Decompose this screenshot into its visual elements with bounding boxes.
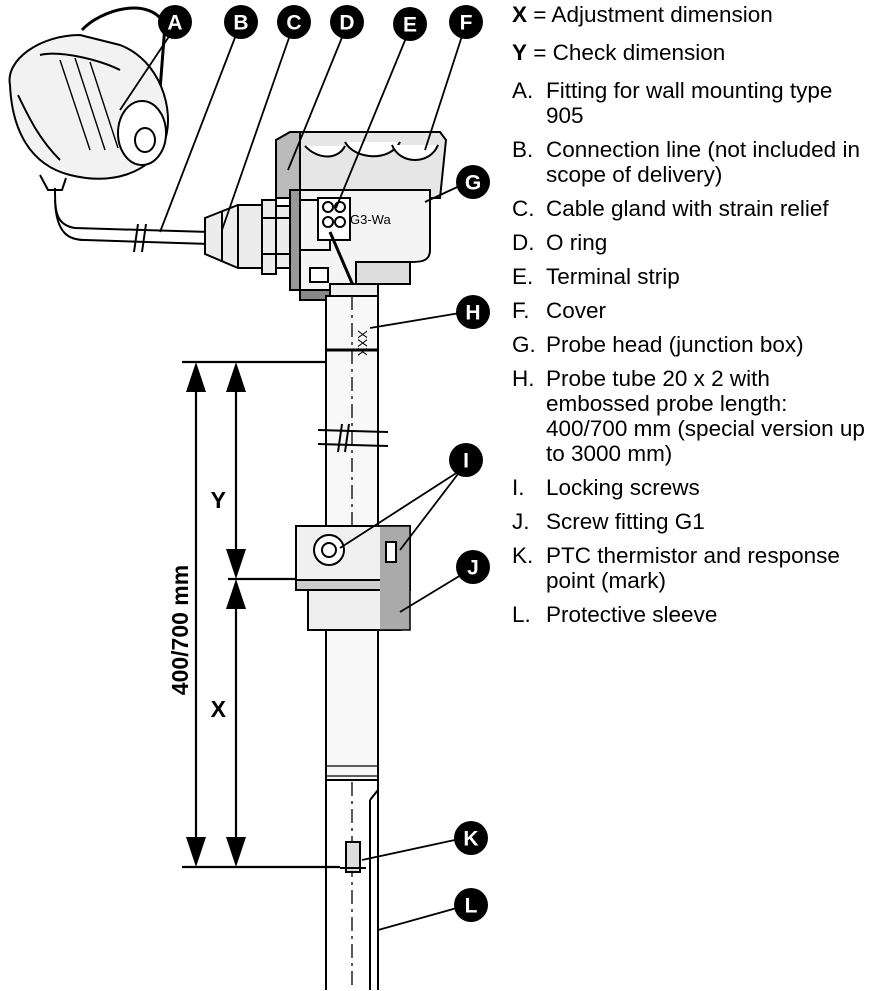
callout-k: K — [454, 821, 488, 855]
legend-item: H. Probe tube 20 x 2 with embossed probe … — [512, 366, 868, 466]
callout-h: H — [456, 295, 490, 329]
legend-text: Protective sleeve — [546, 602, 718, 627]
legend-text: Fitting for wall mounting type 905 — [546, 78, 833, 128]
legend-text: PTC thermistor and response point (mark) — [546, 543, 840, 593]
svg-text:C: C — [286, 12, 301, 35]
svg-text:H: H — [465, 302, 480, 325]
svg-text:L: L — [465, 895, 478, 918]
legend-item: E. Terminal strip — [512, 264, 868, 289]
cable-gland — [204, 199, 301, 275]
probe-head — [275, 131, 448, 301]
leader-lines — [119, 34, 467, 931]
dimension-x-label: X — [211, 696, 227, 722]
probe-tube — [295, 295, 411, 990]
definition-y: Y = Check dimension — [512, 40, 868, 66]
definition-text: = Check dimension — [533, 40, 726, 65]
legend-item: L. Protective sleeve — [512, 602, 868, 627]
callout-c: C — [277, 5, 311, 39]
overall-length-label: 400/700 mm — [167, 565, 193, 695]
svg-text:E: E — [403, 14, 417, 37]
callout-b: B — [224, 5, 258, 39]
legend-letter: L. — [512, 602, 531, 627]
callout-e: E — [393, 7, 427, 41]
legend-letter: B. — [512, 137, 534, 162]
legend: X = Adjustment dimension Y = Check dimen… — [512, 0, 868, 636]
definition-symbol: Y — [512, 40, 528, 65]
legend-letter: G. — [512, 332, 536, 357]
callout-j: J — [456, 550, 490, 584]
definition-text: = Adjustment dimension — [533, 2, 773, 27]
svg-text:J: J — [467, 557, 479, 580]
definition-symbol: X — [512, 2, 528, 27]
legend-text: Terminal strip — [546, 264, 680, 289]
legend-item: I. Locking screws — [512, 475, 868, 500]
legend-item: C. Cable gland with strain relief — [512, 196, 868, 221]
legend-letter: C. — [512, 196, 535, 221]
legend-item: K. PTC thermistor and response point (mar… — [512, 543, 868, 593]
legend-text: Connection line (not included in scope o… — [546, 137, 860, 187]
legend-letter: J. — [512, 509, 530, 534]
legend-text: Cover — [546, 298, 607, 323]
legend-text: Probe head (junction box) — [546, 332, 804, 357]
svg-text:D: D — [339, 12, 354, 35]
legend-letter: D. — [512, 230, 535, 255]
svg-text:B: B — [233, 12, 248, 35]
legend-letter: A. — [512, 78, 534, 103]
definition-x: X = Adjustment dimension — [512, 2, 868, 28]
svg-text:A: A — [167, 12, 182, 35]
svg-text:F: F — [460, 12, 473, 35]
embossed-mark: XXX — [355, 330, 370, 356]
svg-text:I: I — [463, 450, 469, 473]
svg-text:G: G — [465, 172, 481, 195]
legend-text: Cable gland with strain relief — [546, 196, 829, 221]
legend-item: B. Connection line (not included in scope… — [512, 137, 868, 187]
wall-fitting — [8, 6, 211, 253]
legend-letter: H. — [512, 366, 535, 391]
callout-d: D — [330, 5, 364, 39]
legend-text: O ring — [546, 230, 608, 255]
callout-i: I — [449, 443, 483, 477]
dimension-lines — [182, 360, 340, 869]
head-label: G3-Wa — [350, 212, 391, 227]
dimension-y-label: Y — [211, 487, 226, 513]
legend-item: J. Screw fitting G1 — [512, 509, 868, 534]
legend-item: D. O ring — [512, 230, 868, 255]
legend-letter: K. — [512, 543, 534, 568]
callout-g: G — [456, 165, 490, 199]
legend-text: Probe tube 20 x 2 with embossed probe le… — [546, 366, 865, 466]
callout-l: L — [454, 888, 488, 922]
legend-item: A. Fitting for wall mounting type 905 — [512, 78, 868, 128]
callout-a: A — [158, 5, 192, 39]
callouts: A B C D E F G H I J K L — [158, 5, 490, 922]
legend-letter: I. — [512, 475, 525, 500]
legend-text: Screw fitting G1 — [546, 509, 705, 534]
legend-letter: E. — [512, 264, 534, 289]
legend-item: F. Cover — [512, 298, 868, 323]
callout-f: F — [449, 5, 483, 39]
legend-item: G. Probe head (junction box) — [512, 332, 868, 357]
legend-letter: F. — [512, 298, 530, 323]
legend-text: Locking screws — [546, 475, 700, 500]
svg-text:K: K — [463, 828, 478, 851]
